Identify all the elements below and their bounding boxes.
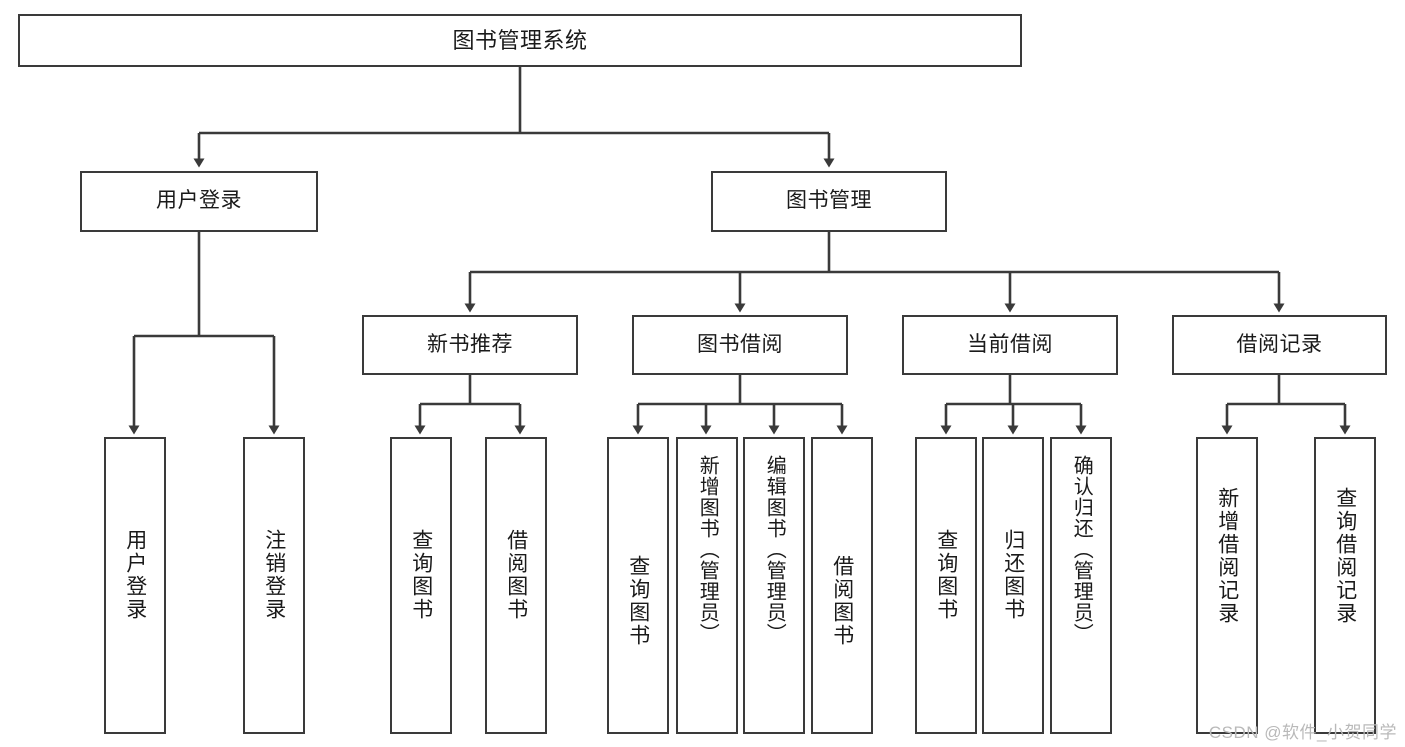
node-label: 新书推荐 <box>427 332 513 356</box>
node-label: 查询图书 <box>934 529 958 621</box>
node-label: 用户登录 <box>123 529 147 621</box>
node-leaf-query-book-recommend[interactable]: 查询图书 <box>390 437 452 734</box>
node-leaf-borrow-book[interactable]: 借阅图书 <box>811 437 873 734</box>
node-leaf-confirm-return-admin[interactable]: 确认归还（管理员） <box>1050 437 1112 734</box>
node-label: 确认归还（管理员） <box>1070 455 1093 644</box>
node-label: 图书借阅 <box>697 332 783 356</box>
node-user-login[interactable]: 用户登录 <box>80 171 318 232</box>
node-leaf-add-borrow-record[interactable]: 新增借阅记录 <box>1196 437 1258 734</box>
node-new-book-recommend[interactable]: 新书推荐 <box>362 315 578 375</box>
node-label: 新增图书（管理员） <box>696 455 719 644</box>
node-label: 借阅图书 <box>830 555 854 647</box>
node-label: 新增借阅记录 <box>1215 487 1239 625</box>
node-leaf-user-login[interactable]: 用户登录 <box>104 437 166 734</box>
csdn-watermark: CSDN @软件_小贺同学 <box>1208 723 1397 742</box>
node-borrow-record[interactable]: 借阅记录 <box>1172 315 1387 375</box>
node-leaf-logout[interactable]: 注销登录 <box>243 437 305 734</box>
node-label: 查询图书 <box>409 529 433 621</box>
node-label: 注销登录 <box>262 529 286 621</box>
node-leaf-query-borrow-record[interactable]: 查询借阅记录 <box>1314 437 1376 734</box>
node-book-borrow[interactable]: 图书借阅 <box>632 315 848 375</box>
node-label: 图书管理系统 <box>452 27 588 53</box>
node-root-library-management-system[interactable]: 图书管理系统 <box>18 14 1022 67</box>
node-leaf-edit-book-admin[interactable]: 编辑图书（管理员） <box>743 437 805 734</box>
node-leaf-query-book-current[interactable]: 查询图书 <box>915 437 977 734</box>
node-leaf-add-book-admin[interactable]: 新增图书（管理员） <box>676 437 738 734</box>
node-leaf-return-book[interactable]: 归还图书 <box>982 437 1044 734</box>
node-leaf-query-book-borrow[interactable]: 查询图书 <box>607 437 669 734</box>
node-label: 用户登录 <box>156 189 242 213</box>
node-label: 查询图书 <box>626 555 650 647</box>
node-book-management[interactable]: 图书管理 <box>711 171 947 232</box>
node-label: 当前借阅 <box>967 332 1053 356</box>
node-current-borrow[interactable]: 当前借阅 <box>902 315 1118 375</box>
node-label: 归还图书 <box>1001 529 1025 621</box>
node-label: 图书管理 <box>786 189 872 213</box>
node-label: 借阅记录 <box>1236 332 1323 356</box>
node-leaf-borrow-book-recommend[interactable]: 借阅图书 <box>485 437 547 734</box>
node-label: 查询借阅记录 <box>1333 487 1357 625</box>
node-label: 编辑图书（管理员） <box>763 455 786 644</box>
node-label: 借阅图书 <box>504 529 528 621</box>
